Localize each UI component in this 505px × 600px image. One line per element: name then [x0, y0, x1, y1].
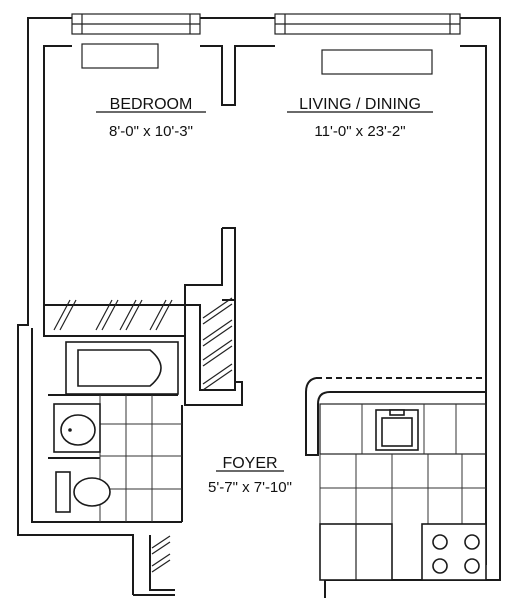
foyer-dimensions: 5'-7" x 7'-10" [208, 479, 292, 496]
closet-icon [53, 299, 173, 331]
refrigerator [319, 523, 393, 581]
living-dining-dimensions: 11'-0" x 23'-2" [314, 123, 405, 140]
closet-icon [151, 535, 171, 573]
sink-icon [53, 403, 101, 453]
foyer-label: FOYER [222, 455, 277, 472]
outer-walls [17, 17, 501, 598]
kitchen-counter [305, 377, 487, 456]
window-icon [274, 13, 461, 75]
kitchen-sink-icon [375, 409, 419, 451]
bathtub-icon [65, 341, 179, 395]
closet-icon [202, 297, 233, 391]
kitchen-floor [319, 454, 486, 524]
bedroom-dimensions: 8'-0" x 10'-3" [109, 123, 193, 140]
living-dining-label: LIVING / DINING [299, 96, 421, 113]
bedroom-label: BEDROOM [110, 96, 193, 113]
bath-floor [99, 395, 182, 522]
window-icon [71, 13, 201, 69]
toilet-icon [55, 471, 111, 513]
stove-icon [421, 523, 487, 581]
